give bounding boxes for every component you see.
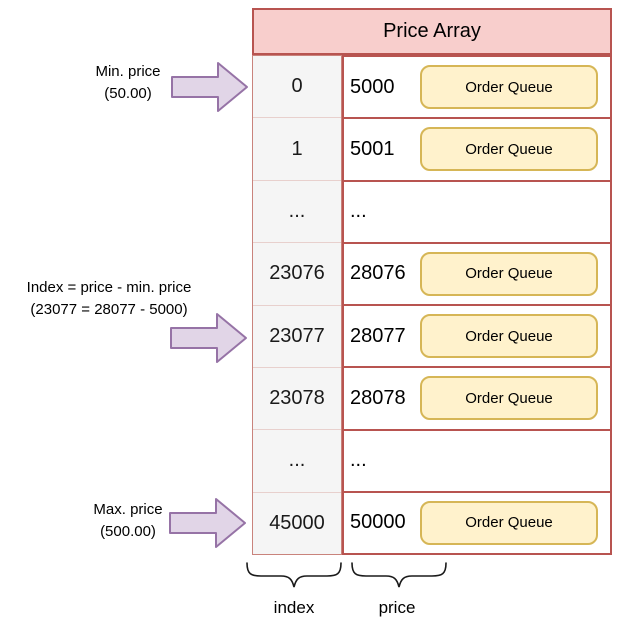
right-arrow-icon [170, 313, 247, 363]
index-underbrace-icon [246, 562, 342, 588]
price-value: ... [350, 449, 367, 472]
right-arrow-icon [169, 498, 246, 548]
annotation-index-formula-line1: Index = price - min. price [26, 279, 192, 296]
price-row: 50000 Order Queue [344, 493, 610, 553]
annotation-max-price: Max. price (500.00) [55, 499, 201, 543]
price-value: 28077 [350, 324, 406, 347]
order-queue-button[interactable]: Order Queue [420, 251, 598, 296]
order-queue-button[interactable]: Order Queue [420, 314, 598, 359]
price-row: 5001 Order Queue [344, 119, 610, 182]
price-value: 28078 [350, 386, 406, 409]
price-row: 28076 Order Queue [344, 244, 610, 306]
price-row-ellipsis: ... [344, 182, 610, 244]
index-column: 0 1 ... 23076 23077 23078 ... 45000 [252, 55, 342, 555]
annotation-index-formula: Index = price - min. price (23077 = 2807… [0, 277, 218, 321]
order-queue-button[interactable]: Order Queue [420, 65, 598, 110]
annotation-min-price-line2: (50.00) [104, 85, 152, 102]
annotation-min-price-line1: Min. price [95, 63, 161, 80]
price-value: 5001 [350, 137, 395, 160]
index-cell: 23077 [253, 306, 341, 368]
price-column-label: price [378, 598, 416, 617]
price-row: 28077 Order Queue [344, 306, 610, 369]
price-value: 5000 [350, 75, 395, 98]
index-column-label: index [273, 598, 315, 617]
annotation-max-price-line2: (500.00) [100, 523, 156, 540]
price-value: 50000 [350, 511, 406, 534]
price-value: 28076 [350, 262, 406, 285]
index-cell: 45000 [269, 511, 325, 534]
price-row-ellipsis: ... [344, 431, 610, 493]
order-queue-button[interactable]: Order Queue [420, 500, 598, 545]
order-queue-button[interactable]: Order Queue [420, 127, 598, 172]
index-cell-ellipsis: ... [253, 430, 341, 493]
price-row: 5000 Order Queue [344, 57, 610, 120]
index-cell: 1 [253, 118, 341, 181]
index-cell: 0 [253, 56, 341, 119]
right-arrow-icon [171, 62, 248, 112]
price-array-title: Price Array [252, 8, 612, 55]
underbrace-icons [246, 562, 447, 588]
annotation-min-price: Min. price (50.00) [55, 61, 201, 105]
price-value: ... [350, 200, 367, 223]
price-column: 5000 Order Queue 5001 Order Queue ... 28… [342, 55, 612, 555]
annotation-index-formula-line2: (23077 = 28077 - 5000) [30, 301, 188, 318]
price-row: 28078 Order Queue [344, 368, 610, 431]
annotation-max-price-line1: Max. price [93, 501, 163, 518]
index-cell-ellipsis: ... [253, 181, 341, 244]
price-underbrace-icon [351, 562, 447, 588]
order-queue-button[interactable]: Order Queue [420, 376, 598, 421]
index-cell: 23078 [253, 368, 341, 431]
index-cell: 23076 [253, 243, 341, 306]
